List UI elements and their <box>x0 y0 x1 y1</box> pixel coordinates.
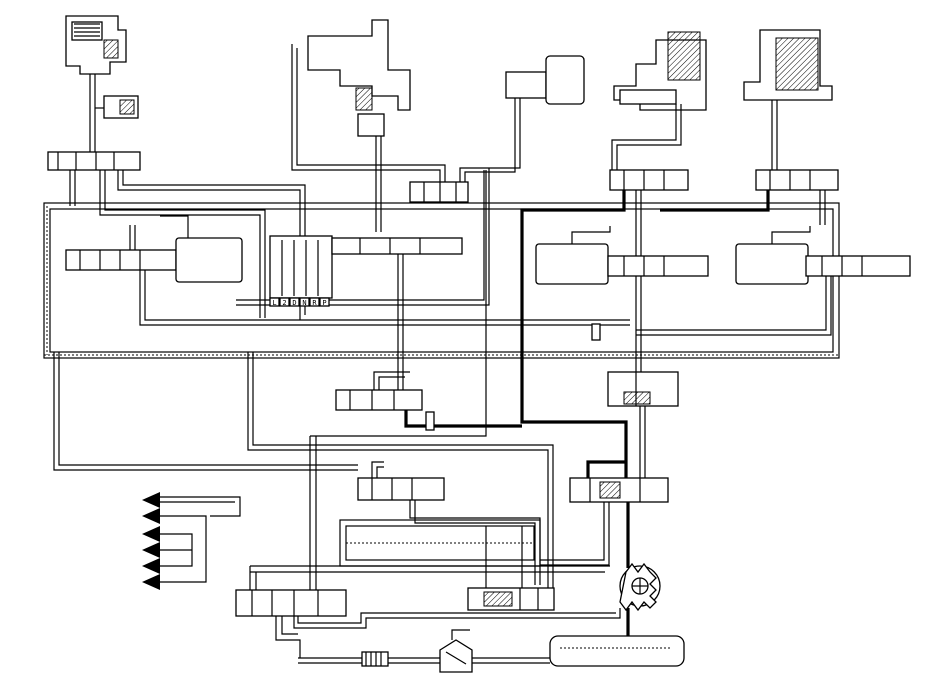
oil-filter <box>298 651 440 667</box>
selector-label-box <box>269 297 280 307</box>
bottom-left-spool-valve <box>235 589 621 658</box>
main-pressure-loop <box>43 202 840 359</box>
selector-label-box <box>299 297 310 307</box>
top-left-spool-valve <box>47 151 306 320</box>
selector-label-box <box>309 297 320 307</box>
right-solenoid-a <box>535 190 709 372</box>
return-lines <box>53 170 554 598</box>
right-spool-valve-b <box>755 169 839 225</box>
bottom-center-upper-valve <box>357 461 541 585</box>
main-line-pressure-route <box>404 190 770 648</box>
left-solenoid-valve <box>65 215 630 326</box>
lower-valve-body-channels <box>249 519 610 612</box>
selector-label-L: L <box>272 299 276 307</box>
right-spool-valve-a <box>609 169 689 191</box>
cooler-relief <box>439 629 550 673</box>
right-center-valve <box>607 371 679 480</box>
bottom-right-spool-valve <box>467 587 555 611</box>
top-right-clutch-a <box>611 31 707 172</box>
selector-label-N: N <box>302 299 306 307</box>
selector-label-box <box>279 297 290 307</box>
selector-label-P: P <box>322 299 326 307</box>
selector-label-box <box>289 297 300 307</box>
right-solenoid-b <box>636 226 911 336</box>
oil-pump <box>619 562 661 612</box>
output-arrows <box>142 492 241 590</box>
top-right-clutch-b <box>743 29 833 172</box>
selector-label-box <box>319 297 330 307</box>
oil-reservoir <box>549 635 685 667</box>
center-spool-valve <box>335 371 435 431</box>
pressure-regulator-valve <box>540 477 669 566</box>
check-ball <box>591 323 601 341</box>
top-center-shift-unit <box>291 19 446 232</box>
top-left-clutch-assembly <box>65 15 139 152</box>
top-center-valve <box>236 55 585 306</box>
selector-label-R: R <box>312 299 317 307</box>
selector-label-2: 2 <box>282 299 286 307</box>
selector-label-D: D <box>292 299 296 307</box>
